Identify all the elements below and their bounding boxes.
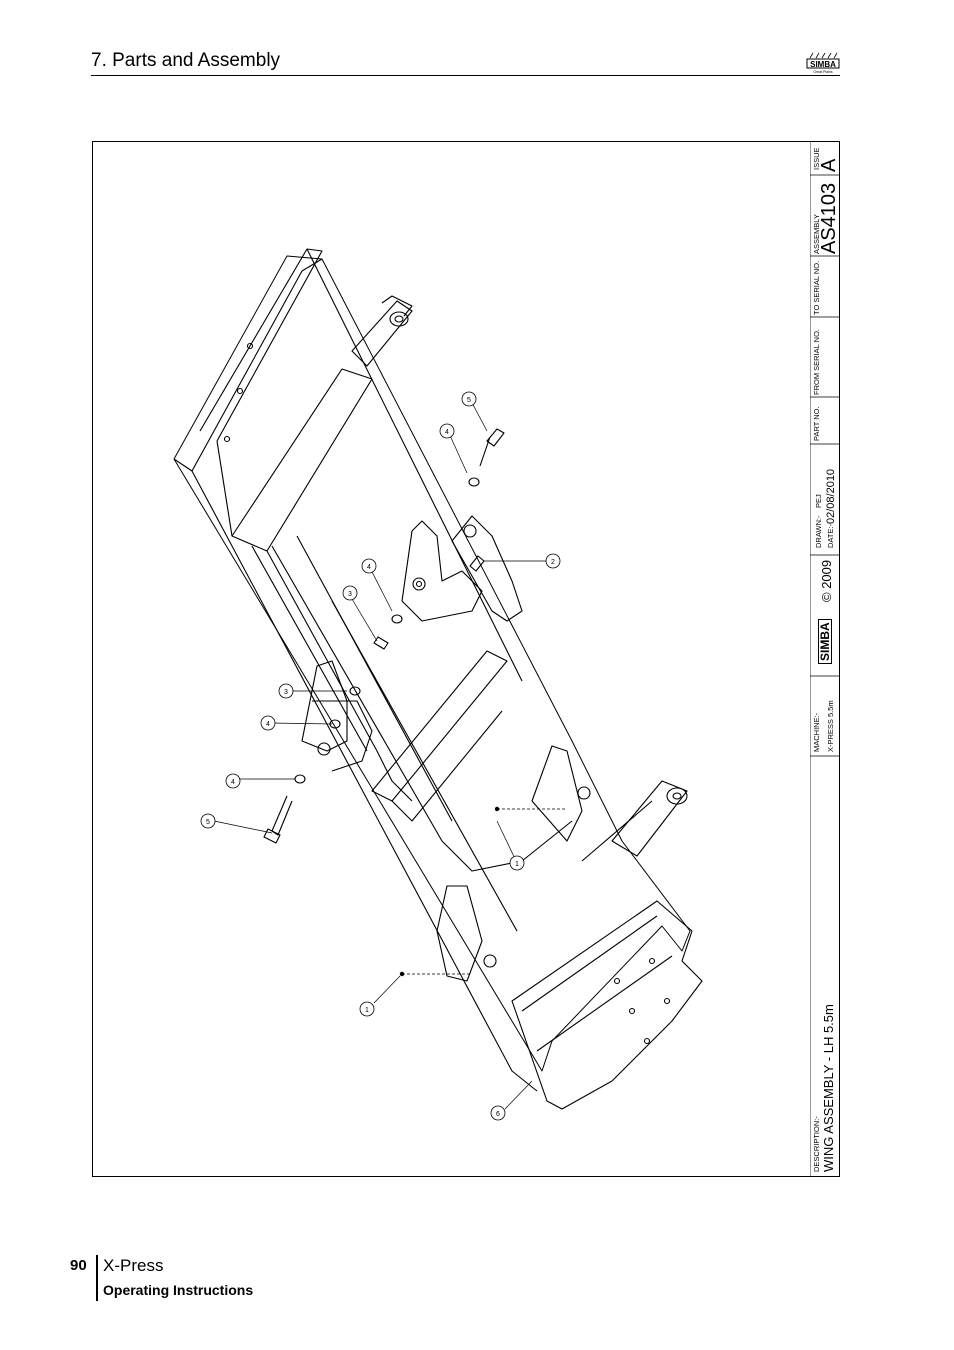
header-rule	[91, 75, 840, 76]
from-serial-label: FROM SERIAL NO.	[812, 329, 821, 395]
exploded-assembly-drawing: 1 1 2 3 3 4 4 4 4 5 5 6	[173, 248, 703, 1121]
logo-text: SIMBA	[810, 60, 836, 69]
callout-1a: 1	[515, 861, 519, 868]
footer-divider	[96, 1255, 98, 1301]
machine-value: X-PRESS 5.5m	[826, 700, 835, 752]
simba-logo-icon: SIMBA Great Plains	[806, 52, 840, 74]
callout-5b: 5	[467, 397, 471, 404]
callout-5a: 5	[206, 819, 210, 826]
callout-4d: 4	[231, 779, 235, 786]
callout-4b: 4	[266, 721, 270, 728]
description-label: DESCRIPTION:-	[812, 1116, 821, 1172]
machine-label: MACHINE:-	[812, 712, 821, 752]
callout-2: 2	[551, 559, 555, 566]
description-value: WING ASSEMBLY - LH 5.5m	[821, 1004, 836, 1172]
drawn-value: PEJ	[814, 494, 823, 508]
callout-1b: 1	[365, 1007, 369, 1014]
date-label: DATE:-	[826, 523, 835, 548]
section-title: 7. Parts and Assembly	[91, 50, 281, 71]
assembly-value: AS4103	[818, 182, 840, 254]
title-block-lines	[810, 141, 840, 1177]
footer-product: X-Press	[103, 1256, 164, 1275]
footer-subtitle: Operating Instructions	[103, 1282, 254, 1298]
callout-4c: 4	[445, 429, 449, 436]
drawn-label: DRAWN:-	[814, 515, 823, 548]
callout-6: 6	[496, 1111, 500, 1118]
callout-3b: 3	[284, 689, 288, 696]
logo-subtext: Great Plains	[813, 70, 833, 74]
part-no-label: PART NO.	[812, 406, 821, 441]
callout-3a: 3	[348, 591, 352, 598]
issue-value: A	[818, 158, 840, 172]
to-serial-label: TO SERIAL NO.	[812, 260, 821, 315]
drawing-sheet	[92, 141, 840, 1177]
date-value: 02/08/2010	[825, 468, 837, 524]
copyright: © 2009	[819, 559, 834, 602]
callout-4a: 4	[367, 564, 371, 571]
title-block-logo: SIMBA	[818, 619, 832, 664]
page-number: 90	[70, 1257, 87, 1274]
